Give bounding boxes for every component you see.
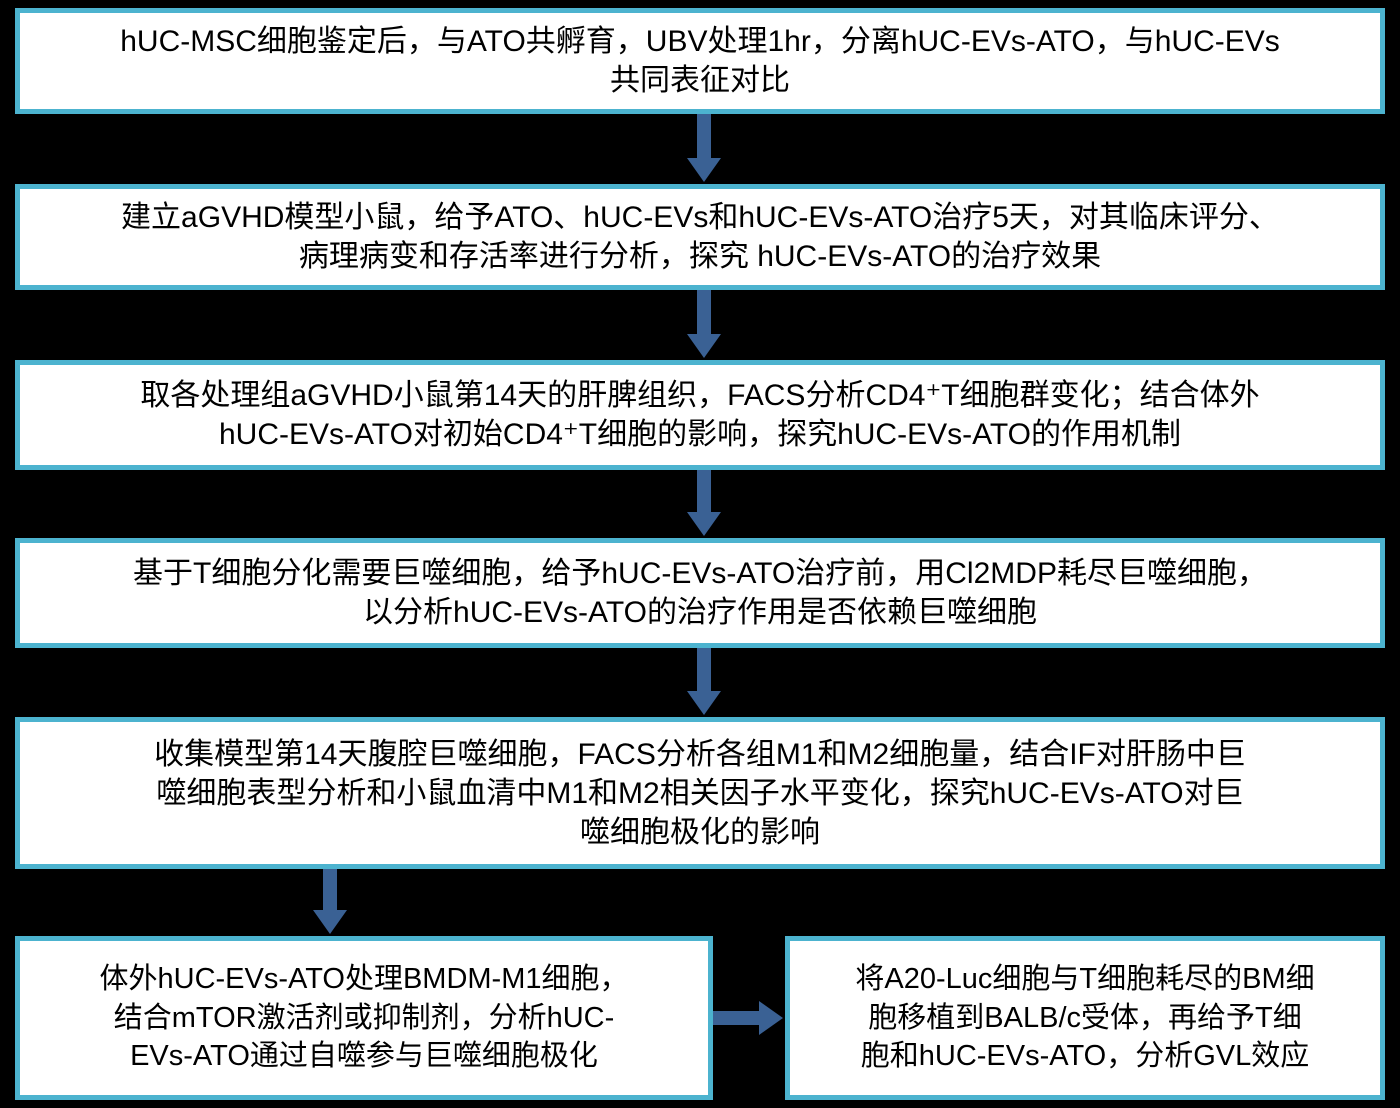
flow-node-step-2[interactable]: 建立aGVHD模型小鼠，给予ATO、hUC-EVs和hUC-EVs-ATO治疗5… [15,184,1385,290]
flow-node-step-6[interactable]: 体外hUC-EVs-ATO处理BMDM-M1细胞， 结合mTOR激活剂或抑制剂，… [15,936,713,1100]
arrow-down-step4-to-step5 [683,648,725,717]
flow-node-step-1[interactable]: hUC-MSC细胞鉴定后，与ATO共孵育，UBV处理1hr，分离hUC-EVs-… [15,8,1385,114]
flow-node-step-1-text: hUC-MSC细胞鉴定后，与ATO共孵育，UBV处理1hr，分离hUC-EVs-… [120,25,1280,97]
arrow-down-step3-to-step4 [683,470,725,538]
flow-node-step-4-text: 基于T细胞分化需要巨噬细胞，给予hUC-EVs-ATO治疗前，用Cl2MDP耗尽… [133,557,1267,629]
flow-node-step-4[interactable]: 基于T细胞分化需要巨噬细胞，给予hUC-EVs-ATO治疗前，用Cl2MDP耗尽… [15,538,1385,648]
arrow-down-step1-to-step2 [683,114,725,184]
flow-node-step-6-text: 体外hUC-EVs-ATO处理BMDM-M1细胞， 结合mTOR激活剂或抑制剂，… [99,963,629,1073]
arrow-right-step6-to-step7 [713,997,785,1039]
arrow-down-step2-to-step3 [683,290,725,360]
flow-node-step-7-text: 将A20-Luc细胞与T细胞耗尽的BM细 胞移植到BALB/c受体，再给予T细 … [855,963,1315,1073]
flow-node-step-7[interactable]: 将A20-Luc细胞与T细胞耗尽的BM细 胞移植到BALB/c受体，再给予T细 … [785,936,1385,1100]
flow-node-step-3[interactable]: 取各处理组aGVHD小鼠第14天的肝脾组织，FACS分析CD4⁺T细胞群变化；结… [15,360,1385,470]
flow-node-step-2-text: 建立aGVHD模型小鼠，给予ATO、hUC-EVs和hUC-EVs-ATO治疗5… [121,201,1279,273]
arrow-down-step5-to-step6 [309,869,351,936]
flow-node-step-3-text: 取各处理组aGVHD小鼠第14天的肝脾组织，FACS分析CD4⁺T细胞群变化；结… [140,379,1260,451]
flow-node-step-5[interactable]: 收集模型第14天腹腔巨噬细胞，FACS分析各组M1和M2细胞量，结合IF对肝肠中… [15,717,1385,869]
flow-node-step-5-text: 收集模型第14天腹腔巨噬细胞，FACS分析各组M1和M2细胞量，结合IF对肝肠中… [154,737,1246,849]
